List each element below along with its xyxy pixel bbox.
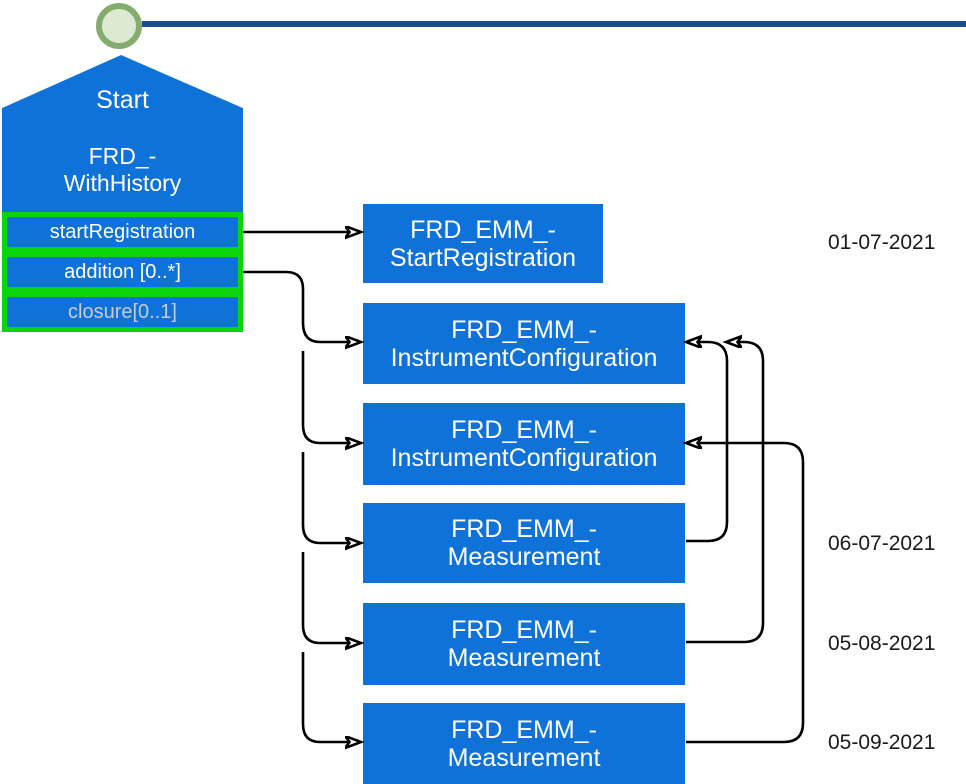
event-box-instrument-configuration-1: FRD_EMM_- InstrumentConfiguration [363,303,685,384]
arrow-measurement1-to-config1 [686,342,729,543]
event-box-line2: Measurement [447,743,601,772]
date-label-3: 05-08-2021 [828,632,936,655]
arrow-addition-branch-4 [301,552,348,643]
date-label-2: 06-07-2021 [828,532,936,555]
event-box-line1: FRD_EMM_- [451,515,597,543]
arrow-addition-branch-3 [301,452,348,543]
event-box-line2: Measurement [447,543,601,571]
operation-start-registration-label: startRegistration [49,220,196,243]
event-box-line2: StartRegistration [389,243,577,272]
start-shape-name-line1: FRD_- [88,143,157,169]
arrow-addition-branch-2 [301,351,348,443]
event-box-line1: FRD_EMM_- [451,315,597,344]
timeline-start-circle [96,3,142,49]
arrow-measurement3-to-config2 [686,443,805,744]
start-pentagon: Start FRD_- WithHistory [2,55,243,212]
event-box-line2: InstrumentConfiguration [390,343,658,372]
event-box-line1: FRD_EMM_- [451,715,597,744]
operation-addition-label: addition [0..*] [64,260,181,283]
event-box-line2: InstrumentConfiguration [390,444,658,472]
operation-closure: closure[0..1] [2,292,243,332]
arrow-addition-branch-1 [243,270,348,342]
event-box-line1: FRD_EMM_- [410,215,556,244]
event-box-measurement-1: FRD_EMM_- Measurement [363,503,685,583]
event-box-start-registration: FRD_EMM_- StartRegistration [363,204,603,283]
date-label-1: 01-07-2021 [828,231,936,254]
start-shape-name-line2: WithHistory [63,170,182,196]
arrow-measurement2-to-config1 [686,342,765,644]
operation-addition: addition [0..*] [2,252,243,292]
event-box-line1: FRD_EMM_- [451,616,597,644]
event-box-line2: Measurement [447,644,601,672]
timeline-line [142,21,966,27]
start-shape-name: FRD_- WithHistory [2,143,243,197]
start-shape: Start FRD_- WithHistory startRegistratio… [2,55,243,332]
date-label-4: 05-09-2021 [828,731,936,754]
operation-start-registration: startRegistration [2,212,243,252]
arrow-addition-branch-5 [301,652,348,742]
event-box-line1: FRD_EMM_- [451,416,597,444]
event-box-measurement-2: FRD_EMM_- Measurement [363,603,685,685]
event-box-measurement-3: FRD_EMM_- Measurement [363,703,685,784]
start-shape-title: Start [96,86,149,114]
operation-closure-label: closure[0..1] [68,300,177,323]
event-box-instrument-configuration-2: FRD_EMM_- InstrumentConfiguration [363,403,685,485]
